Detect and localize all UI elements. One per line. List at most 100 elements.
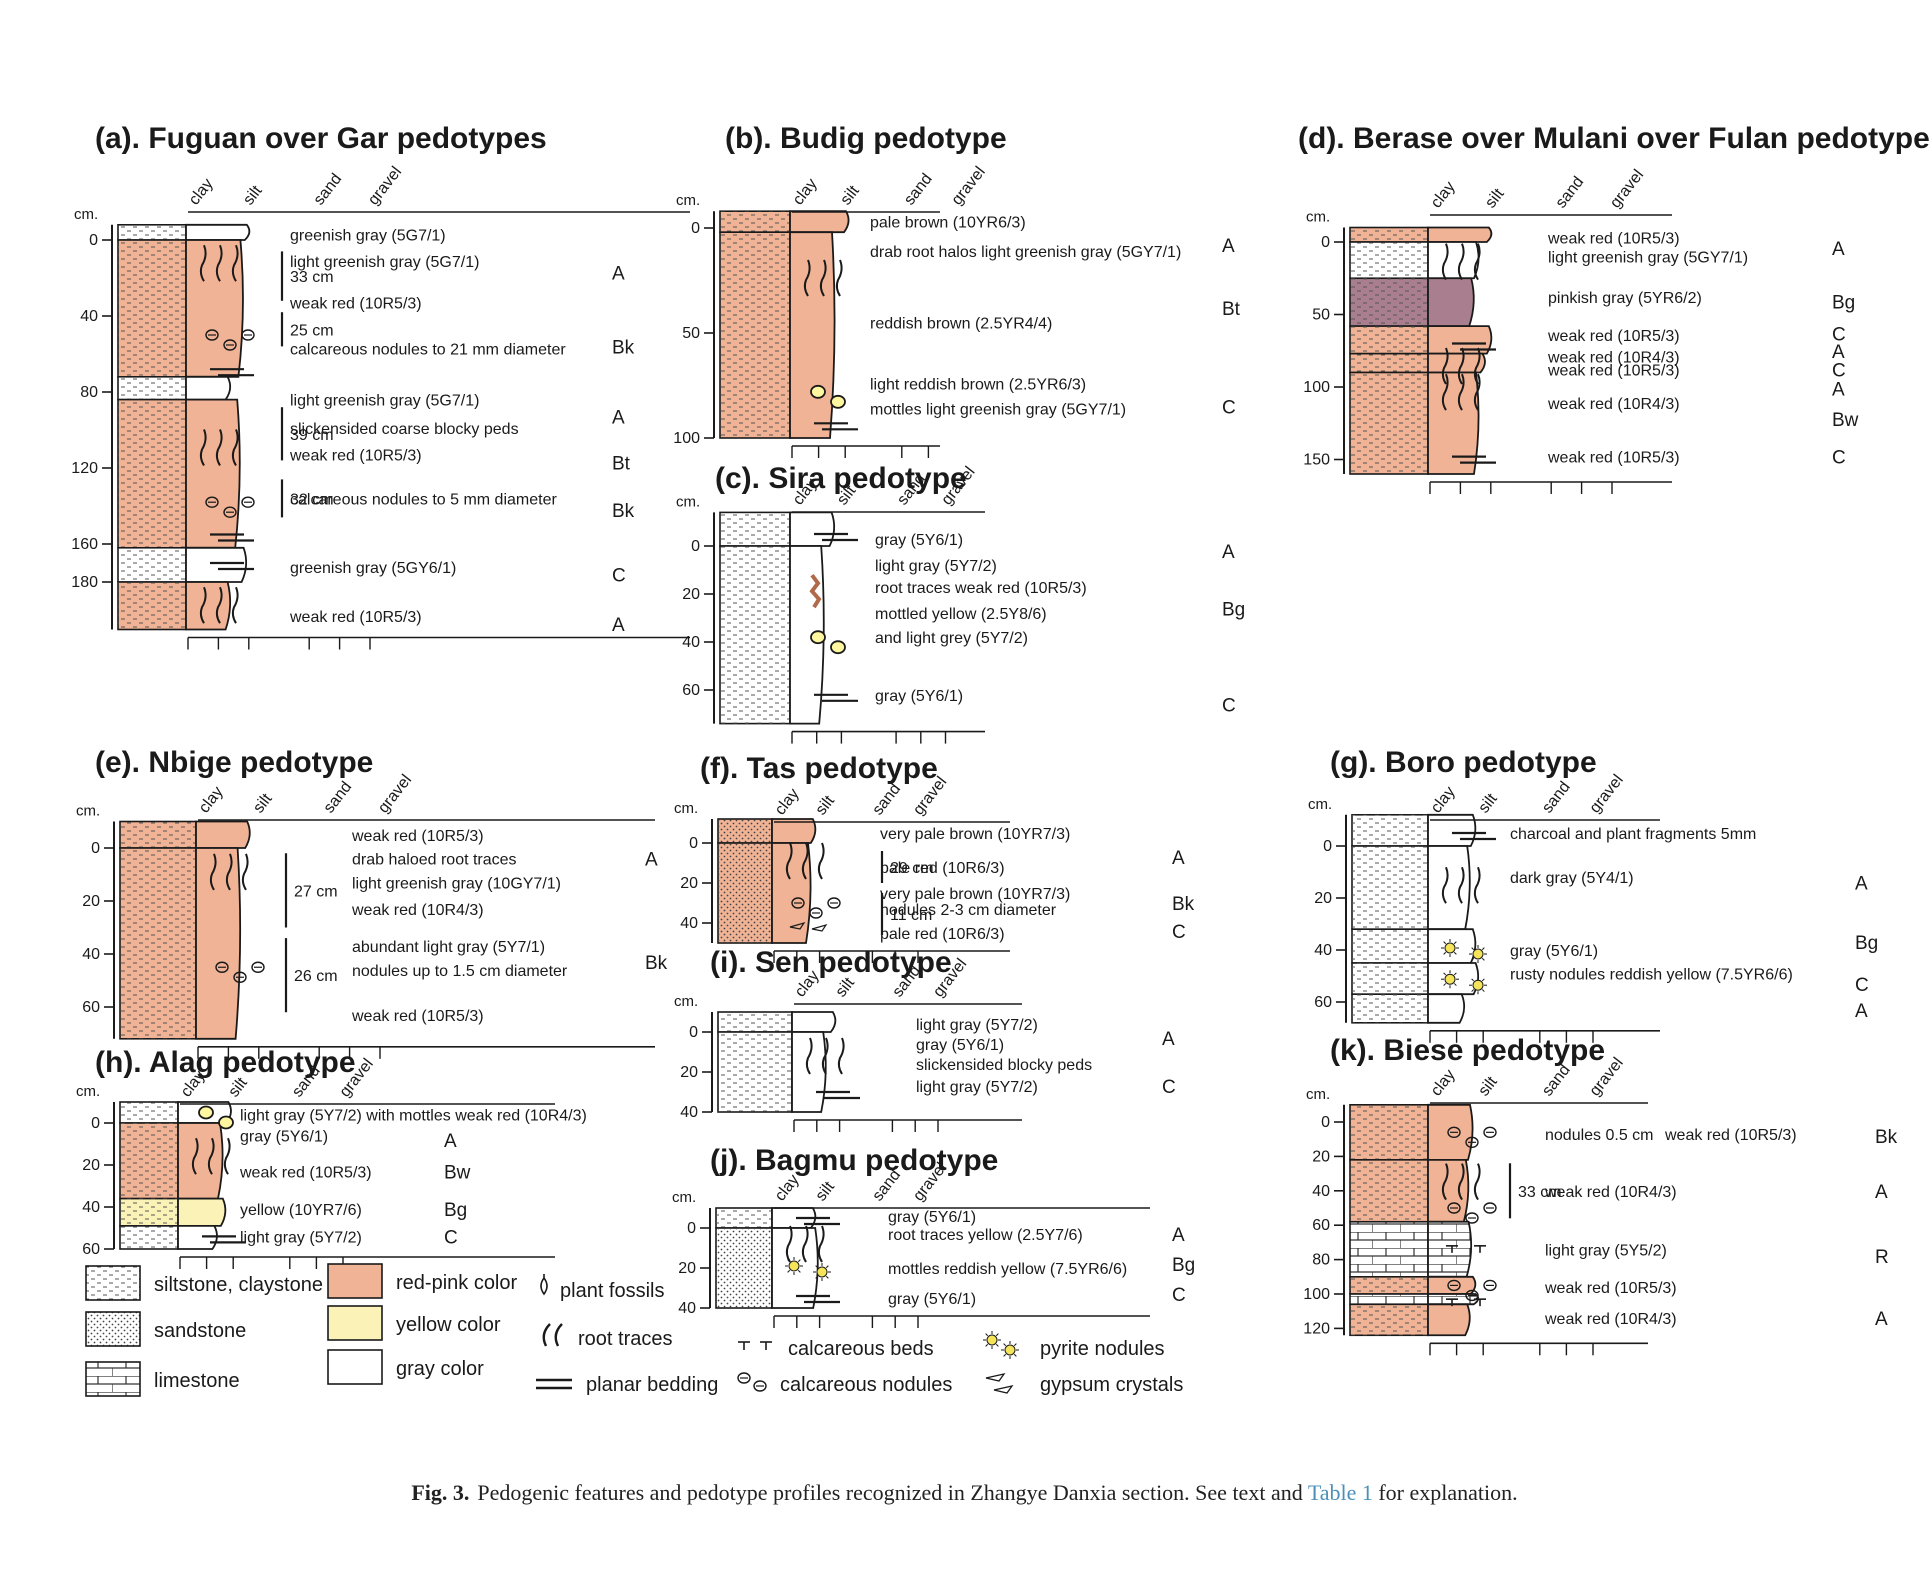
lithology-pattern (120, 1102, 178, 1123)
texture-label: clay (1428, 179, 1459, 212)
root-trace-icon (1473, 866, 1481, 904)
thickness-label: 11 cm (890, 907, 932, 924)
depth-tick-label: 0 (1323, 838, 1332, 855)
calcareous-nodule-icon (205, 496, 219, 508)
calcareous-nodule-icon (1447, 1279, 1461, 1292)
calcareous-nodule-icon (827, 897, 841, 909)
root-trace-icon (223, 1137, 231, 1175)
depth-tick-label: 180 (71, 574, 98, 591)
lithology-pattern (1350, 326, 1428, 354)
depth-tick-label: 40 (1314, 942, 1332, 959)
lithology-pattern (1352, 963, 1428, 995)
pyrite-ray (825, 1265, 829, 1269)
pyrite-ray (1471, 978, 1475, 982)
lithology-pattern (1350, 242, 1428, 279)
layer-description: light greenish gray (5GY7/1) (1548, 250, 1748, 267)
horizon-label: A (612, 263, 625, 284)
legend-item-roots: root traces (542, 1323, 672, 1350)
texture-label: silt (837, 182, 863, 208)
root-trace-icon (231, 586, 239, 624)
horizon-label: Bk (1172, 894, 1195, 915)
layer-description: weak red (10R5/3) (351, 828, 484, 845)
texture-label: clay (772, 786, 803, 819)
layer-description: light gray (5Y7/2) (916, 1017, 1038, 1034)
calcareous-nodule-icon (809, 907, 823, 919)
legend-label-pyrite: pyrite nodules (1040, 1338, 1165, 1360)
lithology-pattern (716, 1208, 772, 1228)
horizon-label: C (1222, 695, 1236, 716)
horizon-label: Bk (612, 501, 635, 522)
horizon-label: C (1832, 448, 1846, 469)
calcareous-nodules-icon (737, 1372, 751, 1384)
depth-tick-label: 120 (1303, 1320, 1330, 1337)
lithology-pattern (1352, 846, 1428, 930)
profile-layer (185, 223, 251, 241)
root-trace-icon (215, 429, 223, 467)
depth-unit: cm. (674, 993, 698, 1010)
pyrite-ray (1013, 1353, 1017, 1357)
layer-description: light greenish gray (5G7/1) (290, 393, 479, 410)
panel-title: (e). Nbige pedotype (95, 746, 373, 779)
caption-text-before: Pedogenic features and pedotype profiles… (477, 1480, 1308, 1505)
lithology-pattern (720, 546, 790, 724)
pyrite-ray (1003, 1343, 1007, 1347)
calcareous-nodule-icon (1465, 1136, 1479, 1149)
horizon-label: A (1172, 848, 1185, 869)
lithology-pattern (1350, 1159, 1428, 1222)
pyrite-ray (815, 1265, 819, 1269)
layer-description: light gray (5Y5/2) (1545, 1242, 1667, 1259)
caption-table-link[interactable]: Table 1 (1307, 1480, 1373, 1505)
horizon-label: Bg (1855, 933, 1878, 954)
layer-description: calcareous nodules to 21 mm diameter (290, 341, 566, 358)
lithology-pattern (718, 843, 772, 943)
lithology-pattern (118, 582, 186, 630)
root-trace-icon (1457, 866, 1465, 904)
root-trace-icon (1441, 866, 1449, 904)
lithology-pattern (1350, 353, 1428, 373)
layer-description: very pale brown (10YR7/3) (880, 886, 1070, 903)
calcareous-nodule-icon (1447, 1202, 1461, 1214)
calcareous-nodule-icon (241, 496, 255, 508)
mottle-circle-icon (810, 384, 826, 399)
pyrite-ray (1453, 941, 1457, 945)
depth-tick-label: 20 (1314, 890, 1332, 907)
lithology-pattern (1350, 1304, 1428, 1336)
layer-description: reddish brown (2.5YR4/4) (870, 316, 1052, 333)
layer-description: charcoal and plant fragments 5mm (1510, 826, 1756, 843)
depth-tick-label: 100 (673, 430, 700, 447)
root-trace-icon (801, 842, 809, 880)
lithology-pattern (720, 512, 790, 546)
depth-tick-label: 160 (71, 536, 98, 553)
pyrite-ray (995, 1343, 999, 1347)
horizon-label: Bw (1832, 410, 1859, 431)
gypsum-crystal-icon (789, 921, 806, 930)
layer-description: weak red (10R5/3) (1547, 231, 1680, 248)
pyrite-ray (1443, 941, 1447, 945)
depth-tick-label: 40 (82, 946, 100, 963)
layer-description: gray (5Y6/1) (916, 1037, 1004, 1054)
horizon-label: A (612, 408, 625, 429)
thickness-label: 26 cm (294, 968, 338, 985)
depth-tick-label: 100 (1303, 379, 1330, 396)
depth-tick-label: 40 (80, 308, 98, 325)
depth-tick-label: 60 (82, 1241, 100, 1258)
depth-tick-label: 0 (691, 220, 700, 237)
layer-description: mottles light greenish gray (5GY7/1) (870, 402, 1126, 419)
calcareous-nodule-icon (1465, 1212, 1479, 1224)
profile-layer (195, 820, 251, 849)
depth-tick-label: 50 (682, 325, 700, 342)
texture-label: gravel (365, 164, 405, 209)
depth-tick-label: 50 (1312, 307, 1330, 324)
root-trace-icon (819, 259, 827, 297)
layer-description: gray (5Y6/1) (1510, 943, 1598, 960)
pyrite-ray (1453, 951, 1457, 955)
pyrite-ray (797, 1269, 801, 1273)
horizon-label: R (1875, 1247, 1889, 1268)
horizon-label: C (1172, 922, 1186, 943)
mottle-circle-icon (198, 1105, 214, 1120)
lithology-pattern (1352, 929, 1428, 963)
lithology-pattern (1352, 994, 1428, 1023)
